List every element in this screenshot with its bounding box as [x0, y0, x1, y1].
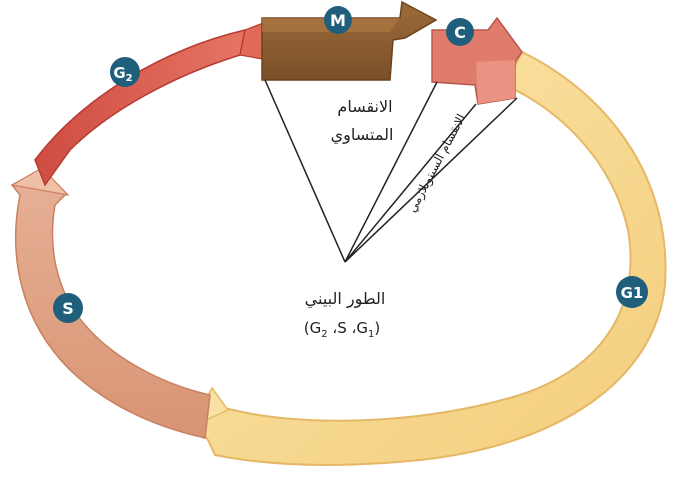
- s-badge: S: [53, 293, 83, 323]
- g2-badge: G2: [110, 57, 140, 87]
- c-badge: C: [446, 18, 474, 46]
- mitosis-label-line2: المتساوي: [331, 125, 394, 145]
- g1-arrow: [193, 50, 667, 466]
- svg-text:M: M: [330, 11, 346, 30]
- svg-text:G2: G2: [113, 64, 132, 84]
- interphase-label-line2: (G2 ،S ،G1): [304, 319, 380, 340]
- mitosis-label-line1: الانقسام: [337, 97, 392, 116]
- svg-text:G1: G1: [621, 284, 644, 302]
- g2-arrow: [34, 21, 269, 187]
- svg-text:C: C: [454, 23, 466, 42]
- pointer-lines: [264, 79, 518, 263]
- m-badge: M: [324, 6, 352, 34]
- g1-badge: G1: [616, 276, 648, 308]
- s-arrow: [10, 167, 211, 439]
- interphase-label-line1: الطور البيني: [305, 289, 386, 309]
- svg-text:S: S: [62, 299, 74, 318]
- c-arrow: [431, 16, 523, 105]
